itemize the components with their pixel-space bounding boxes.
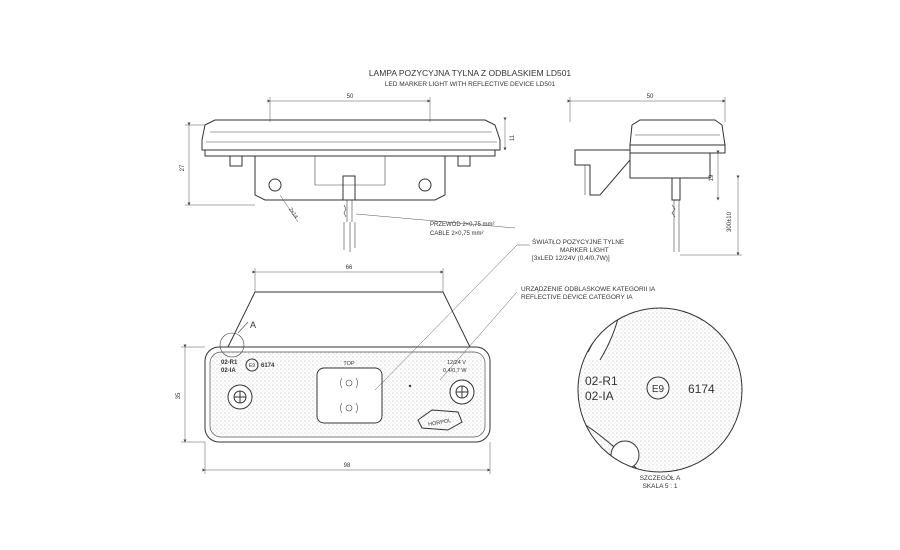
detail-caption-2: SKALA 5 : 1 — [642, 483, 677, 490]
lamp-main-view: 66 02-R1 02-IA E9 6174 TOP 12/24 V 0,4/0… — [176, 265, 491, 474]
detail-approval: E9 — [652, 384, 665, 395]
marker-light-callout: ŚWIATŁO POZYCYJNE TYLNE MARKER LIGHT [3x… — [517, 237, 625, 262]
lamp-brand: HORPOL — [428, 418, 452, 428]
lamp-code-2: 02-IA — [221, 368, 236, 374]
detail-approval-number: 6174 — [688, 382, 715, 396]
detail-caption-1: SZCZEGÓŁ A — [640, 473, 681, 482]
title-line-2: LED MARKER LIGHT WITH REFLECTIVE DEVICE … — [385, 81, 556, 88]
detail-code-2: 02-IA — [585, 389, 614, 403]
marker-label-1: ŚWIATŁO POZYCYJNE TYLNE — [532, 237, 625, 246]
dim-front-height: 27 — [180, 164, 186, 171]
lamp-power: 0,4/0,7 W — [443, 368, 467, 374]
cable-label-pl: PRZEWÓD 2×0,75 mm² — [430, 221, 495, 228]
dim-top-width: 66 — [346, 265, 353, 271]
marker-label-3: [3xLED 12/24V (0,4/0,7W)] — [532, 255, 610, 262]
detail-code-1: 02-R1 — [585, 374, 618, 388]
cable-callout: PRZEWÓD 2×0,75 mm² CABLE 2×0,75 mm² — [355, 213, 516, 237]
lamp-approval: E9 — [249, 363, 255, 369]
title-line-1: LAMPA POZYCYJNA TYLNA Z ODBLASKIEM LD501 — [369, 68, 572, 78]
reflector-label-2: REFLECTIVE DEVICE CATEGORY IA — [521, 294, 633, 301]
dim-cable-length: 300±10 — [727, 211, 733, 232]
marker-label-2: MARKER LIGHT — [560, 247, 609, 254]
dim-front-angle: 2x14 — [287, 207, 299, 220]
lamp-top-label: TOP — [343, 361, 355, 367]
detail-a-view: 02-R1 02-IA E9 6174 SZCZEGÓŁ A SKALA 5 :… — [577, 307, 743, 490]
lamp-voltage: 12/24 V — [447, 360, 466, 366]
dim-side-width: 50 — [647, 94, 654, 100]
led-window — [316, 367, 383, 424]
reflector-callout: URZĄDZENIE ODBLASKOWE KATEGORII IA REFLE… — [521, 286, 656, 301]
dim-body-width: 98 — [344, 463, 351, 469]
dim-body-height: 35 — [176, 392, 182, 399]
reflector-label-1: URZĄDZENIE ODBLASKOWE KATEGORII IA — [521, 286, 656, 293]
lamp-approval-number: 6174 — [261, 363, 275, 369]
dim-side-depth: 19 — [709, 174, 715, 181]
detail-marker: A — [250, 320, 256, 330]
dim-front-thickness: 11 — [510, 134, 516, 141]
dim-front-width: 50 — [347, 94, 354, 100]
lamp-code-1: 02-R1 — [221, 360, 238, 366]
cable-label-en: CABLE 2×0,75 mm² — [430, 231, 484, 237]
side-view: 50 19 300±10 — [567, 94, 742, 256]
front-view: 50 27 11 2x14 — [180, 94, 516, 252]
